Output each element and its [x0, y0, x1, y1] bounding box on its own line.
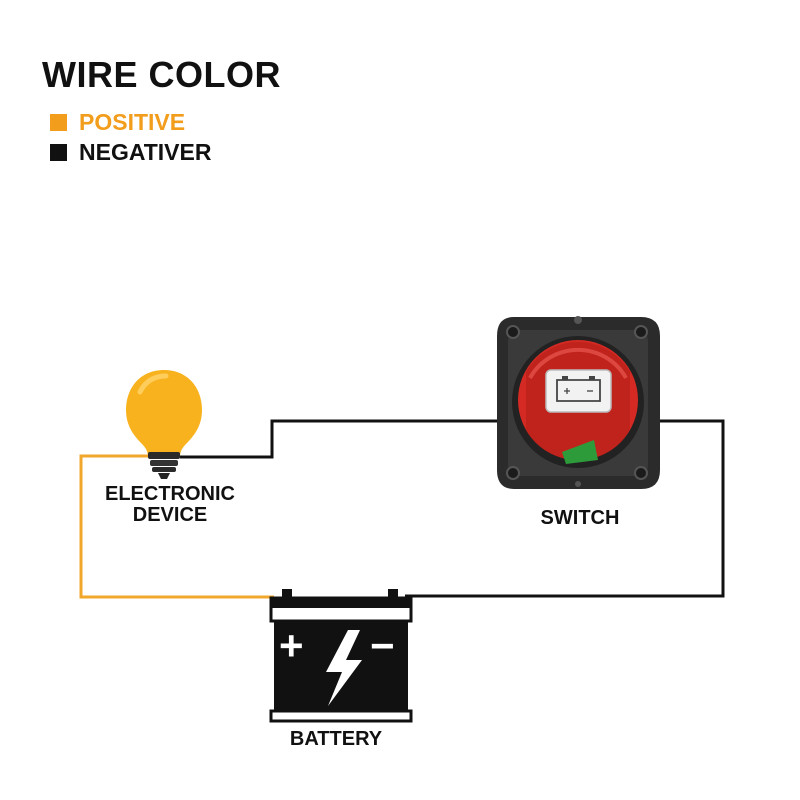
battery-minus-symbol: − — [370, 622, 395, 669]
negative-color-swatch — [50, 144, 67, 161]
light-bulb-icon — [126, 370, 202, 479]
wire-color-title: WIRE COLOR — [42, 54, 281, 95]
device-label: ELECTRONIC DEVICE — [90, 484, 250, 526]
positive-wire — [79, 454, 274, 599]
positive-color-swatch — [50, 114, 67, 131]
negative-wire — [180, 419, 725, 598]
negative-label: NEGATIVER — [79, 139, 212, 165]
device-label-line2: DEVICE — [132, 504, 208, 526]
legend-positive: POSITIVE — [50, 109, 185, 136]
switch-label: SWITCH — [540, 507, 620, 529]
battery-disconnect-switch-icon — [497, 316, 660, 489]
battery-icon — [269, 589, 413, 723]
legend-negative: NEGATIVER — [50, 139, 211, 166]
positive-label: POSITIVE — [79, 109, 186, 135]
device-label-line1: ELECTRONIC — [105, 483, 235, 505]
battery-label: BATTERY — [289, 728, 383, 750]
battery-plus-symbol: + — [279, 622, 304, 669]
